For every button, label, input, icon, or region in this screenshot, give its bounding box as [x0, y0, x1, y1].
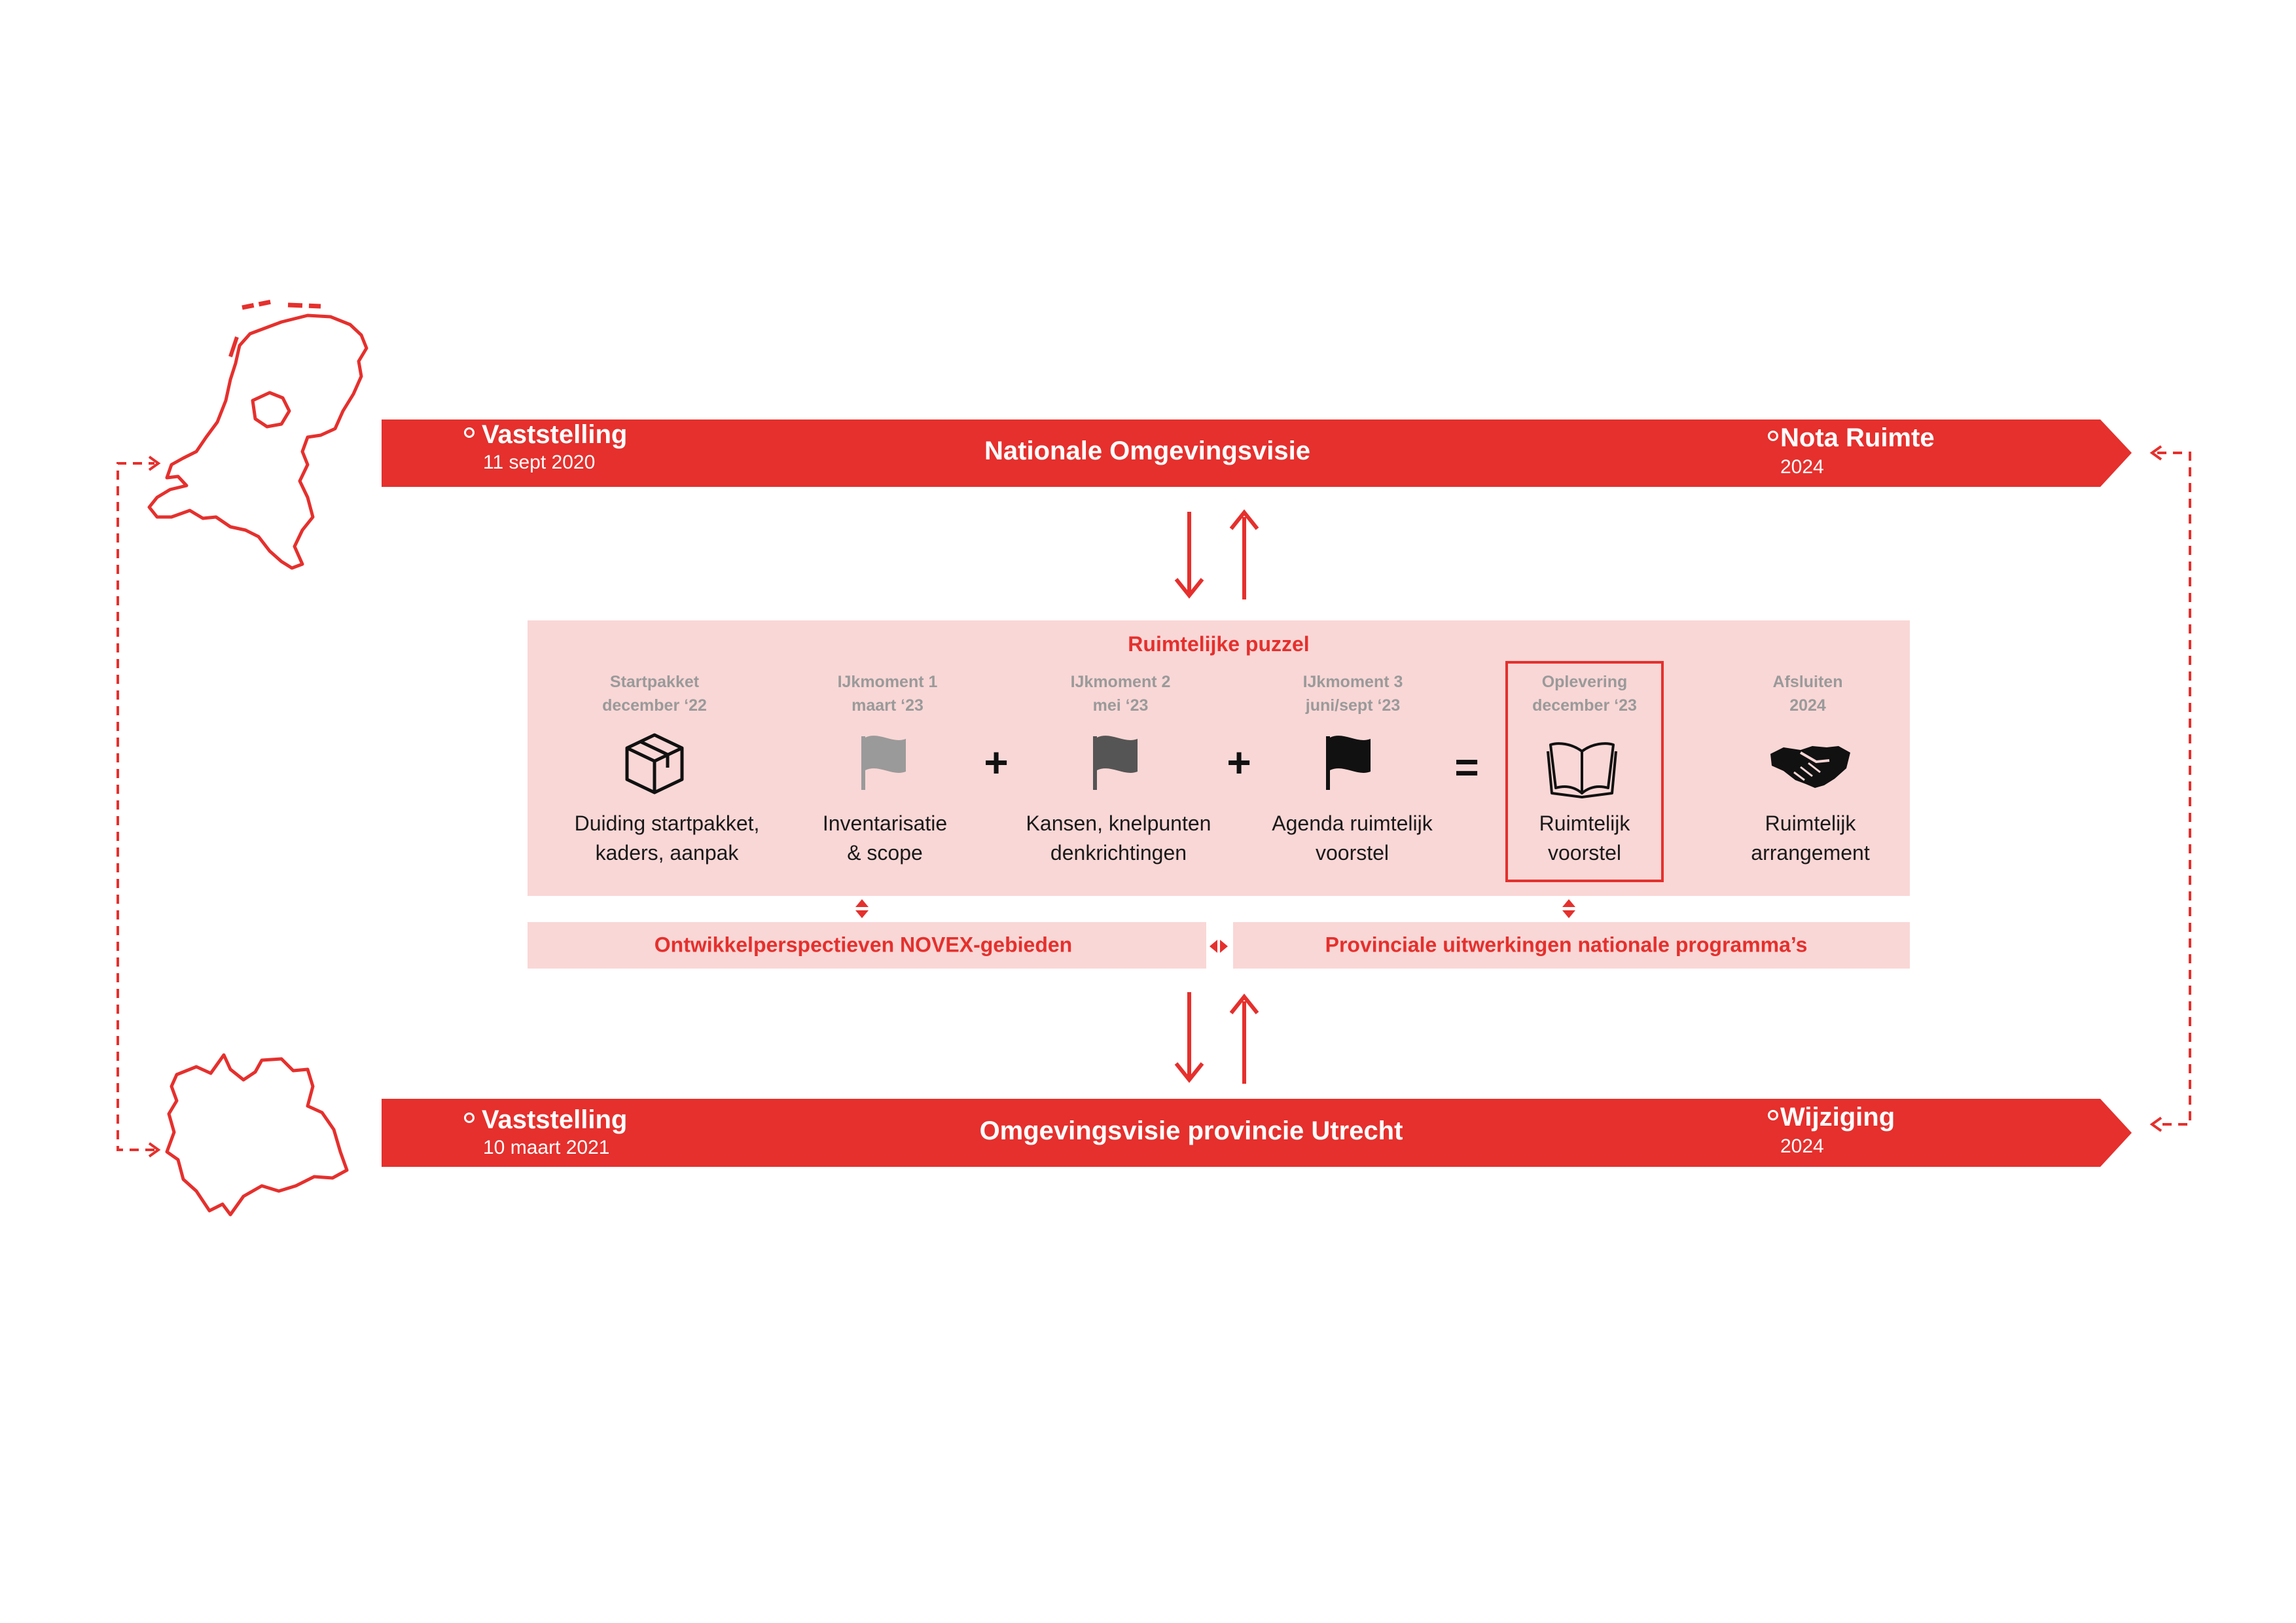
novex-bar	[528, 922, 1206, 969]
arrows-top	[1174, 509, 1259, 599]
loop-right	[2157, 452, 2191, 1126]
loop-left	[117, 462, 154, 1151]
loop-right-arrowheads	[2149, 445, 2162, 1132]
provincial-left-label: Vaststelling	[482, 1105, 628, 1134]
national-band	[382, 419, 2132, 487]
provincial-right-label: Wijziging	[1780, 1103, 1895, 1132]
provincial-right-date: 2024	[1780, 1135, 1824, 1157]
plus-operator-1: +	[984, 739, 1009, 786]
national-right-label: Nota Ruimte	[1780, 423, 1935, 452]
loop-left-arrowheads	[148, 455, 161, 1158]
step-text-startpakket: Duiding startpakket,kaders, aanpak	[574, 812, 760, 865]
step-text-ijkmoment-1: Inventarisatie& scope	[822, 812, 948, 865]
link-marker-right	[1562, 899, 1575, 918]
national-right-date: 2024	[1780, 456, 1824, 478]
national-left-date: 11 sept 2020	[483, 452, 596, 473]
provincial-programs-bar	[1233, 922, 1910, 969]
box-icon	[625, 733, 684, 794]
plus-operator-2: +	[1227, 739, 1251, 786]
puzzle-title: Ruimtelijke puzzel	[1128, 632, 1310, 656]
utrecht-map-icon	[165, 1053, 349, 1217]
link-marker-middle	[1210, 940, 1228, 953]
provincial-band	[382, 1099, 2132, 1167]
flag-dark-icon	[1326, 736, 1371, 790]
national-left-label: Vaststelling	[482, 420, 628, 449]
provincial-programs-label: Provinciale uitwerkingen nationale progr…	[1325, 933, 1808, 957]
provincial-left-date: 10 maart 2021	[483, 1137, 610, 1158]
equals-operator: =	[1454, 743, 1479, 791]
national-left-dot	[464, 427, 475, 438]
flag-light-icon	[861, 736, 906, 790]
flag-mid-icon	[1093, 736, 1138, 790]
netherlands-map-icon	[147, 298, 368, 570]
provincial-title: Omgevingsvisie provincie Utrecht	[979, 1116, 1403, 1145]
link-marker-left	[855, 899, 869, 918]
provincial-right-dot	[1768, 1110, 1778, 1120]
national-title: Nationale Omgevingsvisie	[984, 437, 1310, 465]
national-right-dot	[1768, 431, 1778, 441]
puzzle-panel	[528, 620, 1910, 896]
arrows-bottom	[1174, 992, 1259, 1084]
handshake-icon	[1770, 746, 1850, 788]
oplevering-highlight	[1505, 661, 1664, 882]
book-icon	[1547, 742, 1617, 798]
novex-label: Ontwikkelperspectieven NOVEX-gebieden	[654, 933, 1073, 957]
provincial-left-dot	[464, 1113, 475, 1123]
